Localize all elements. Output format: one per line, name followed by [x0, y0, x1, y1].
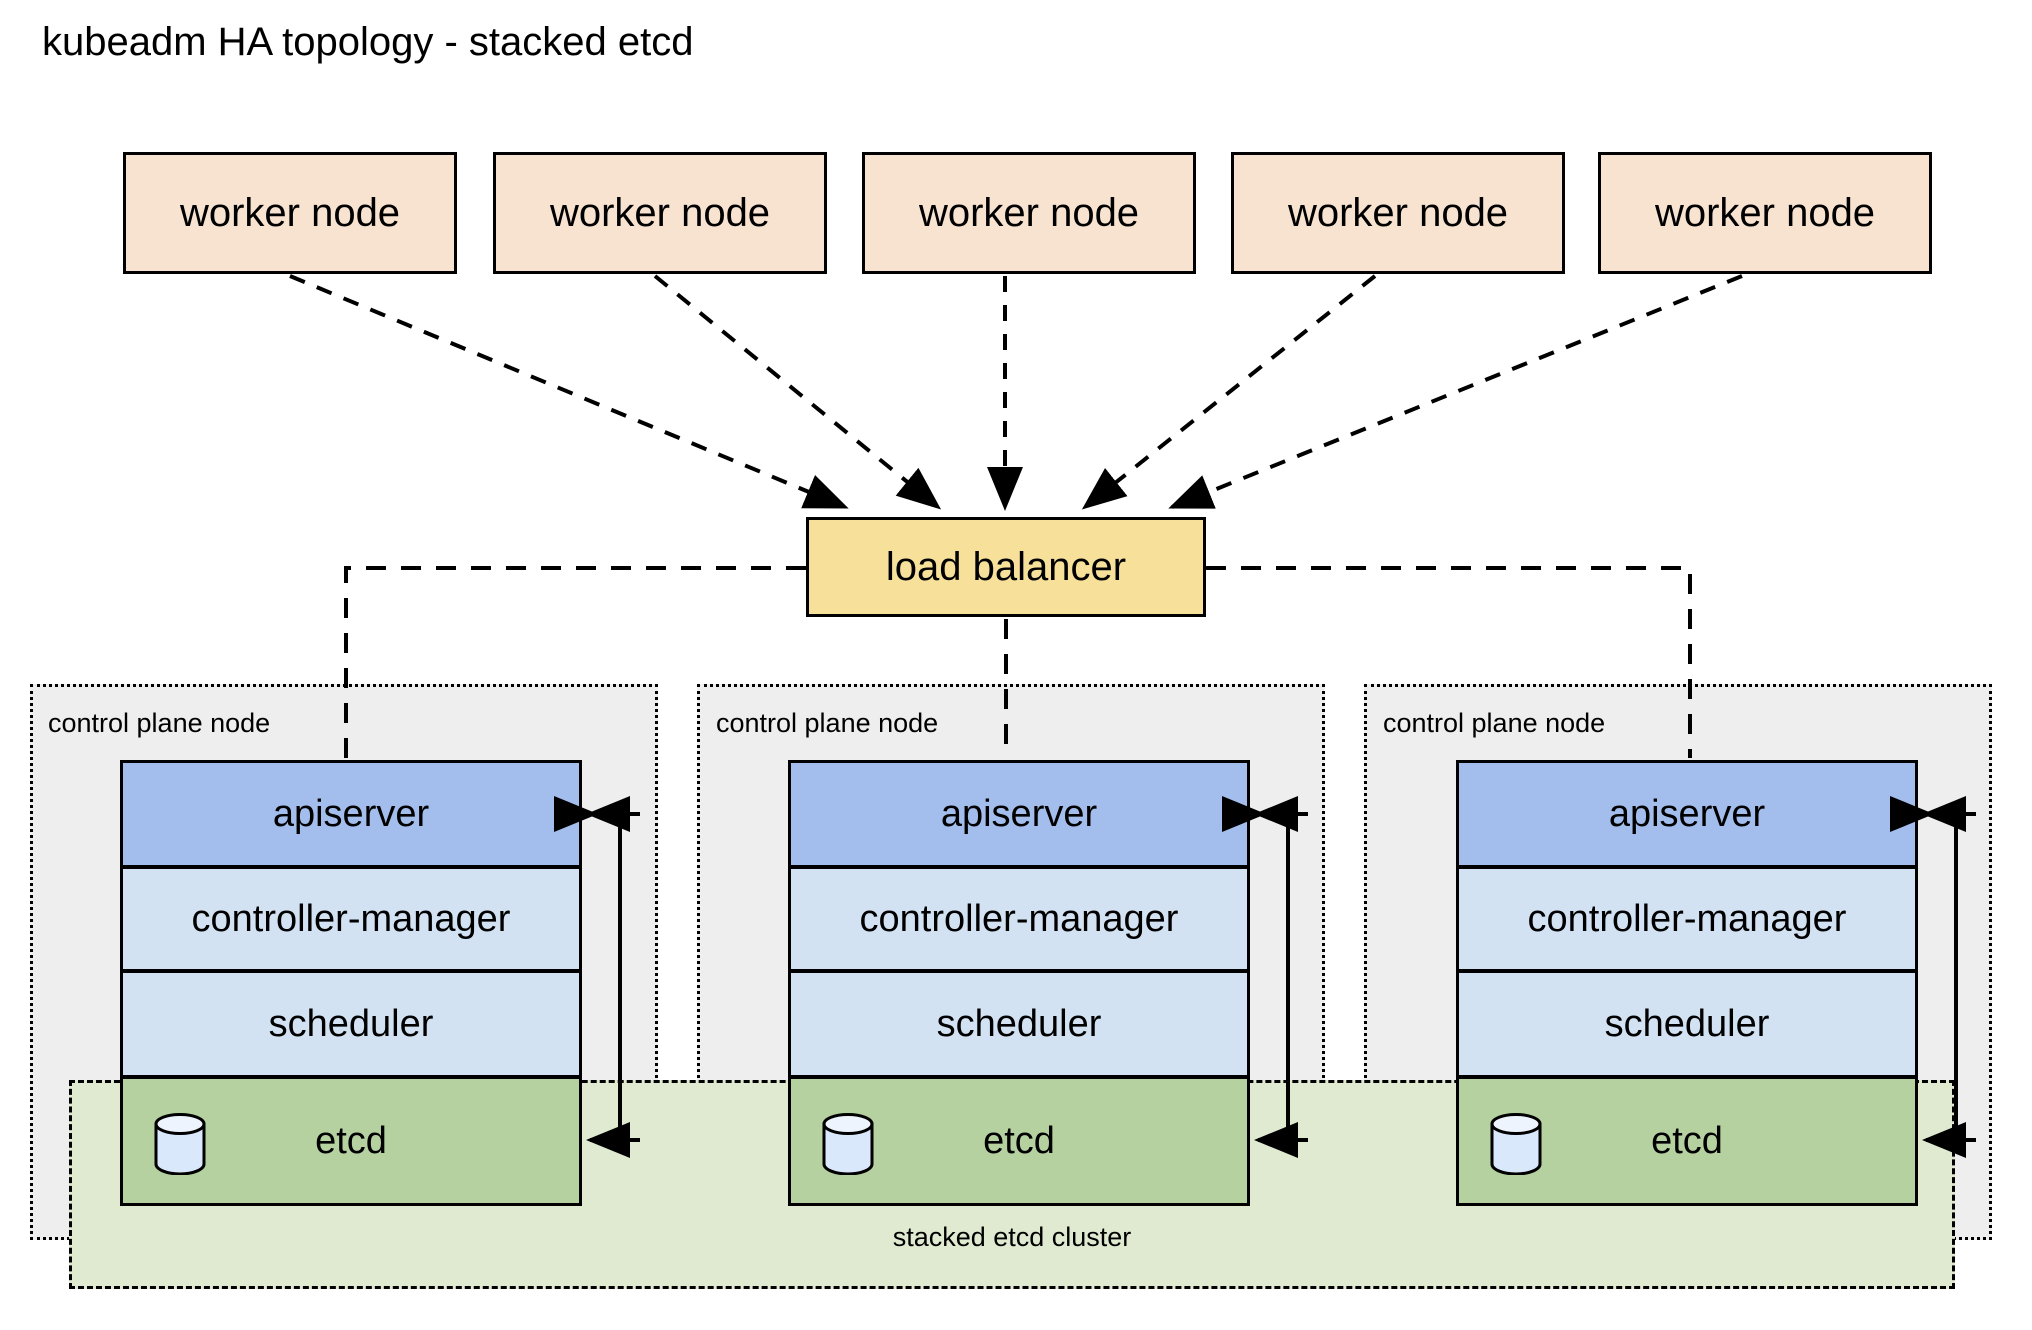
load-balancer-box[interactable]: load balancer: [806, 517, 1206, 617]
component-label: apiserver: [1608, 792, 1766, 835]
component-label: etcd: [315, 1119, 387, 1162]
component-label: etcd: [1651, 1119, 1723, 1162]
worker-node-label: worker node: [549, 190, 771, 235]
worker-node-box[interactable]: worker node: [862, 152, 1196, 274]
component-controller-manager[interactable]: controller-manager: [120, 866, 582, 972]
worker-node-box[interactable]: worker node: [123, 152, 457, 274]
control-plane-node-label: control plane node: [716, 708, 939, 738]
database-cylinder-icon: [822, 1113, 874, 1175]
worker-node-box[interactable]: worker node: [493, 152, 827, 274]
component-scheduler[interactable]: scheduler: [788, 970, 1250, 1078]
database-cylinder-icon: [154, 1113, 206, 1175]
component-controller-manager[interactable]: controller-manager: [788, 866, 1250, 972]
stacked-etcd-cluster-label: stacked etcd cluster: [892, 1222, 1132, 1252]
component-label: scheduler: [1604, 1002, 1770, 1045]
worker-node-box[interactable]: worker node: [1231, 152, 1565, 274]
control-plane-node-label: control plane node: [48, 708, 271, 738]
component-etcd[interactable]: etcd: [788, 1076, 1250, 1206]
component-label: etcd: [983, 1119, 1055, 1162]
component-label: controller-manager: [859, 897, 1179, 940]
component-label: scheduler: [936, 1002, 1102, 1045]
worker-node-label: worker node: [918, 190, 1140, 235]
component-scheduler[interactable]: scheduler: [120, 970, 582, 1078]
component-controller-manager[interactable]: controller-manager: [1456, 866, 1918, 972]
component-etcd[interactable]: etcd: [120, 1076, 582, 1206]
component-label: scheduler: [268, 1002, 434, 1045]
control-plane-node-label: control plane node: [1383, 708, 1606, 738]
worker-node-box[interactable]: worker node: [1598, 152, 1932, 274]
component-scheduler[interactable]: scheduler: [1456, 970, 1918, 1078]
worker-node-label: worker node: [1287, 190, 1509, 235]
component-label: apiserver: [272, 792, 430, 835]
worker-node-label: worker node: [179, 190, 401, 235]
component-apiserver[interactable]: apiserver: [120, 760, 582, 868]
component-label: apiserver: [940, 792, 1098, 835]
component-apiserver[interactable]: apiserver: [788, 760, 1250, 868]
worker-node-label: worker node: [1654, 190, 1876, 235]
component-apiserver[interactable]: apiserver: [1456, 760, 1918, 868]
load-balancer-label: load balancer: [885, 544, 1127, 589]
component-label: controller-manager: [191, 897, 511, 940]
database-cylinder-icon: [1490, 1113, 1542, 1175]
worker-to-loadbalancer-edges: [289, 274, 1743, 511]
component-label: controller-manager: [1527, 897, 1847, 940]
component-etcd[interactable]: etcd: [1456, 1076, 1918, 1206]
page-title: kubeadm HA topology - stacked etcd: [42, 20, 694, 64]
